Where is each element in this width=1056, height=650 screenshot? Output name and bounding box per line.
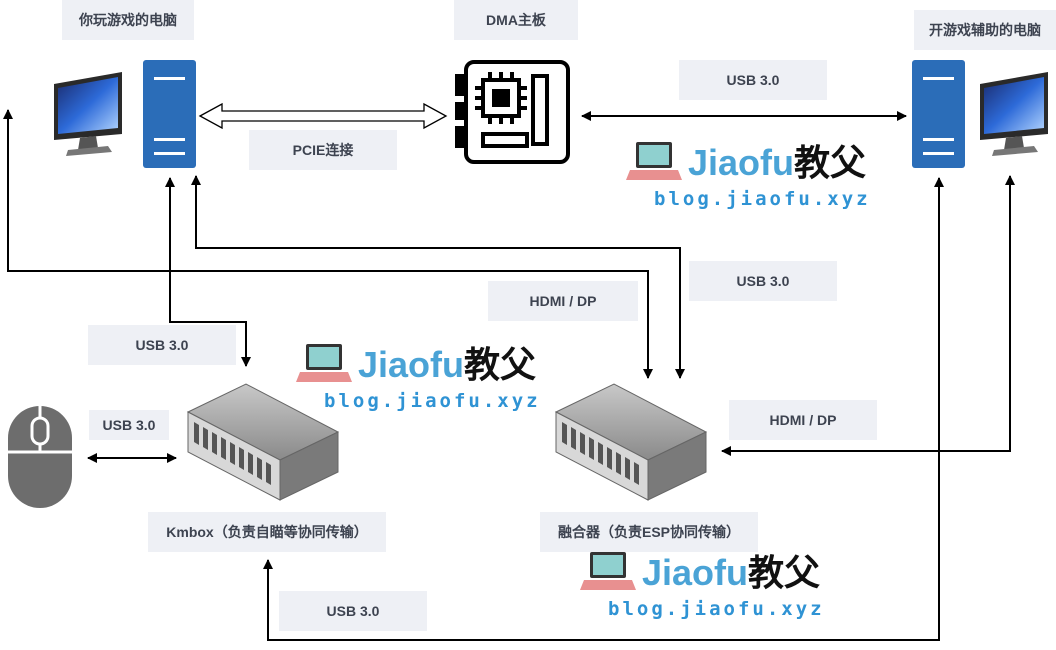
gaming-pc-tower-icon xyxy=(143,60,196,168)
laptop-icon xyxy=(296,344,352,382)
watermark-brand-latin: Jiaofu xyxy=(358,344,465,385)
dma-board-icon xyxy=(455,60,570,164)
watermark: Jiaofu教父 blog.jiaofu.xyz xyxy=(296,342,566,422)
gaming-pc-label: 你玩游戏的电脑 xyxy=(62,0,194,40)
fuser-label: 融合器（负责ESP协同传输） xyxy=(540,512,758,552)
watermark-brand-latin: Jiaofu xyxy=(642,552,749,593)
mouse-icon xyxy=(8,406,72,508)
usb-gaming-kmbox-line xyxy=(165,177,251,367)
kmbox-device-icon xyxy=(186,383,340,501)
watermark-brand-latin: Jiaofu xyxy=(688,142,795,183)
dma-board-label: DMA主板 xyxy=(454,0,578,40)
watermark-url: blog.jiaofu.xyz xyxy=(324,390,541,412)
usb-cheat-kmbox-line xyxy=(263,177,944,641)
watermark-url: blog.jiaofu.xyz xyxy=(654,188,871,210)
laptop-icon xyxy=(626,142,682,180)
laptop-icon xyxy=(580,552,636,590)
usb-mouse-kmbox-label: USB 3.0 xyxy=(89,410,169,440)
watermark-brand-cjk: 教父 xyxy=(794,142,867,184)
watermark: Jiaofu教父 blog.jiaofu.xyz xyxy=(626,140,896,220)
pcie-label: PCIE连接 xyxy=(249,130,397,170)
usb-gaming-kmbox-label: USB 3.0 xyxy=(88,325,236,365)
watermark-url: blog.jiaofu.xyz xyxy=(608,598,825,620)
hdmi-gaming-fuser-label: HDMI / DP xyxy=(488,281,638,321)
usb-cheat-kmbox-label: USB 3.0 xyxy=(279,591,427,631)
kmbox-label: Kmbox（负责自瞄等协同传输） xyxy=(148,512,386,552)
watermark-brand-cjk: 教父 xyxy=(748,552,821,594)
cheat-pc-tower-icon xyxy=(912,60,965,168)
hdmi-fuser-monitor-label: HDMI / DP xyxy=(729,400,877,440)
gaming-pc-monitor-icon xyxy=(54,72,122,156)
watermark-brand-cjk: 教父 xyxy=(464,344,537,386)
usb-dma-cheat-label: USB 3.0 xyxy=(679,60,827,100)
cheat-pc-monitor-icon xyxy=(980,72,1048,156)
watermark: Jiaofu教父 blog.jiaofu.xyz xyxy=(580,550,850,630)
cheat-pc-label: 开游戏辅助的电脑 xyxy=(914,10,1056,50)
fuser-device-icon xyxy=(554,383,708,501)
usb-cheat-fuser-label: USB 3.0 xyxy=(689,261,837,301)
